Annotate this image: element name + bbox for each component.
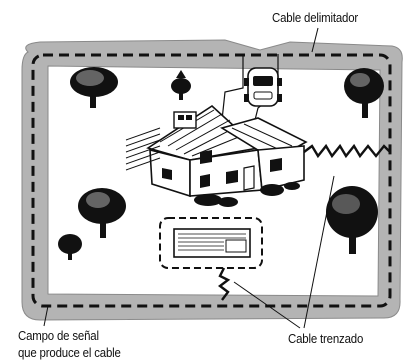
twisted-cable-house [303,143,391,159]
tree-icon [58,67,384,260]
water-feature-icon [159,217,263,269]
house-icon [146,104,308,198]
boundary-cable-label: Cable delimitador [272,10,359,25]
boundary-cable-leader [311,27,319,53]
twisted-cable-leader-b [303,175,335,329]
car-icon [244,67,282,107]
twisted-cable-leader-a [233,281,301,329]
garden-rows [125,127,161,171]
signal-field-leader [43,305,49,327]
shrub-icon [194,182,300,207]
boundary-cable-loop [31,53,392,308]
twisted-cable-label: Cable trenzado [288,331,364,346]
signal-field-label-line2: que produce el cable [18,345,121,360]
twisted-cable-pool [218,267,231,301]
signal-field-label-line1: Campo de señal [18,328,99,343]
